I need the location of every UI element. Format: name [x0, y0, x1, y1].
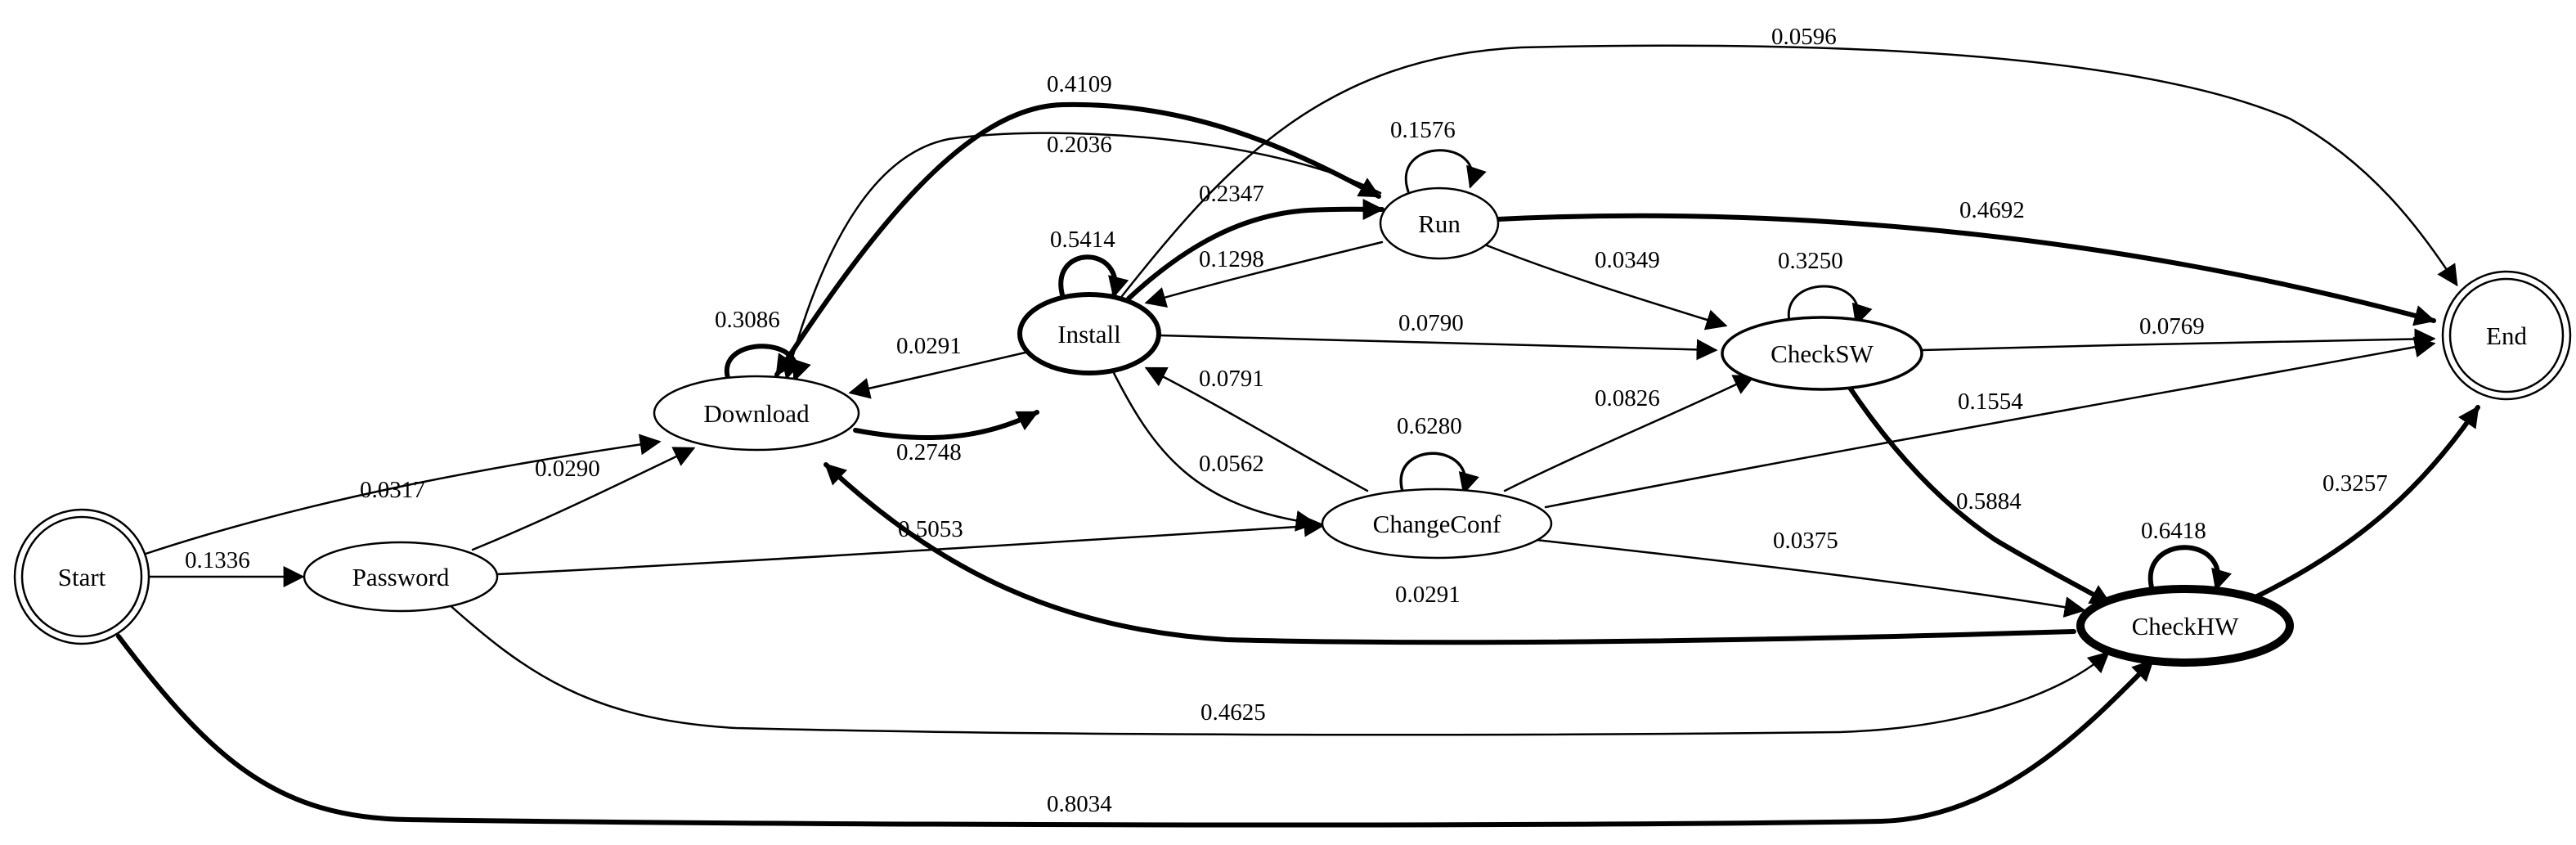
edge-label: 0.3257	[2322, 470, 2388, 497]
edge-download-self: 0.3086	[715, 307, 811, 382]
node-run: Run	[1379, 187, 1500, 260]
node-checkhw: CheckHW	[2076, 585, 2294, 667]
edge-checksw-self: 0.3250	[1778, 248, 1873, 329]
node-label: Install	[1057, 320, 1121, 348]
edge-checkhw-end: 0.3257	[2253, 405, 2480, 600]
edge-checksw-checkhw: 0.5884	[1847, 385, 2112, 606]
edge-checkhw-self: 0.6418	[2141, 518, 2233, 593]
edge-start-password: 0.1336	[144, 547, 305, 587]
edge-install-changeconf: 0.0562	[1112, 371, 1317, 532]
edge-download-install: 0.2748	[853, 410, 1039, 465]
edge-label: 0.1298	[1199, 246, 1264, 272]
edge-label: 0.0769	[2139, 313, 2205, 339]
edge-label: 0.2036	[1047, 132, 1112, 158]
edge-label: 0.3250	[1778, 248, 1843, 274]
edge-install-checksw: 0.0790	[1158, 310, 1718, 361]
node-label: Download	[703, 399, 810, 428]
edge-changeconf-self: 0.6280	[1397, 413, 1479, 496]
edge-start-checkhw: 0.8034	[116, 634, 2155, 828]
edge-run-download: 0.2036	[781, 132, 1382, 380]
edge-checkhw-download: 0.0291	[824, 462, 2076, 645]
edge-label: 0.4625	[1200, 699, 1266, 726]
edge-changeconf-end: 0.1554	[1544, 336, 2436, 509]
edge-run-end: 0.4692	[1496, 197, 2436, 326]
node-install: Install	[1017, 292, 1161, 375]
edge-start-download: 0.0317	[141, 434, 662, 556]
node-label: CheckSW	[1770, 339, 1874, 368]
edge-label: 0.0317	[360, 477, 425, 503]
edge-label: 0.5414	[1050, 227, 1115, 253]
edge-label: 0.8034	[1047, 791, 1112, 817]
edge-run-install: 0.1298	[1144, 240, 1384, 308]
edge-label: 0.0790	[1398, 310, 1464, 336]
edge-label: 0.0349	[1595, 247, 1660, 273]
node-end: End	[2441, 270, 2572, 401]
edge-install-end: 0.0596	[1120, 24, 2458, 298]
edge-changeconf-checkhw: 0.0375	[1534, 528, 2086, 618]
edge-run-checksw: 0.0349	[1485, 244, 1728, 330]
edge-install-run: 0.2347	[1126, 181, 1384, 301]
node-checksw: CheckSW	[1721, 316, 1923, 391]
edge-label: 0.0291	[896, 333, 962, 359]
edge-label: 0.0375	[1773, 528, 1838, 554]
edge-label: 0.6280	[1397, 413, 1462, 439]
edge-label: 0.0826	[1595, 385, 1660, 411]
node-password: Password	[303, 541, 499, 613]
edge-checksw-end: 0.0769	[1920, 313, 2436, 352]
edge-changeconf-checksw: 0.0826	[1503, 375, 1756, 492]
node-start: Start	[13, 508, 150, 645]
edge-changeconf-install: 0.0791	[1144, 366, 1369, 492]
node-label: ChangeConf	[1373, 510, 1501, 538]
edge-label: 0.1336	[185, 547, 250, 573]
node-download: Download	[653, 375, 860, 452]
edge-label: 0.6418	[2141, 518, 2206, 544]
node-label: Start	[58, 563, 106, 591]
edge-password-download: 0.0290	[471, 447, 696, 551]
edge-password-checkhw: 0.4625	[447, 602, 2110, 736]
edge-label: 0.5053	[898, 516, 963, 542]
node-label: End	[2486, 321, 2527, 350]
edge-label: 0.3086	[715, 307, 780, 333]
edge-label: 0.0562	[1199, 451, 1264, 477]
edge-label: 0.4109	[1047, 71, 1112, 97]
node-label: Password	[352, 563, 450, 591]
edge-label: 0.5884	[1956, 488, 2022, 515]
node-label: Run	[1418, 209, 1461, 238]
edge-label: 0.2748	[896, 439, 962, 465]
edge-label: 0.0290	[535, 456, 600, 482]
edge-run-self: 0.1576	[1390, 117, 1487, 193]
edge-install-download: 0.0291	[848, 333, 1030, 399]
node-label: CheckHW	[2132, 612, 2240, 640]
edge-install-self: 0.5414	[1050, 227, 1129, 300]
edge-password-changeconf: 0.5053	[496, 515, 1326, 576]
edge-label: 0.1554	[1958, 389, 2023, 415]
node-changeconf: ChangeConf	[1321, 488, 1553, 560]
edge-label: 0.0791	[1199, 366, 1264, 392]
edge-label: 0.0596	[1771, 24, 1837, 50]
edge-label: 0.0291	[1395, 582, 1461, 608]
edge-label: 0.1576	[1390, 117, 1456, 143]
edge-download-run: 0.4109	[774, 71, 1381, 377]
edge-label: 0.4692	[1959, 197, 2025, 223]
